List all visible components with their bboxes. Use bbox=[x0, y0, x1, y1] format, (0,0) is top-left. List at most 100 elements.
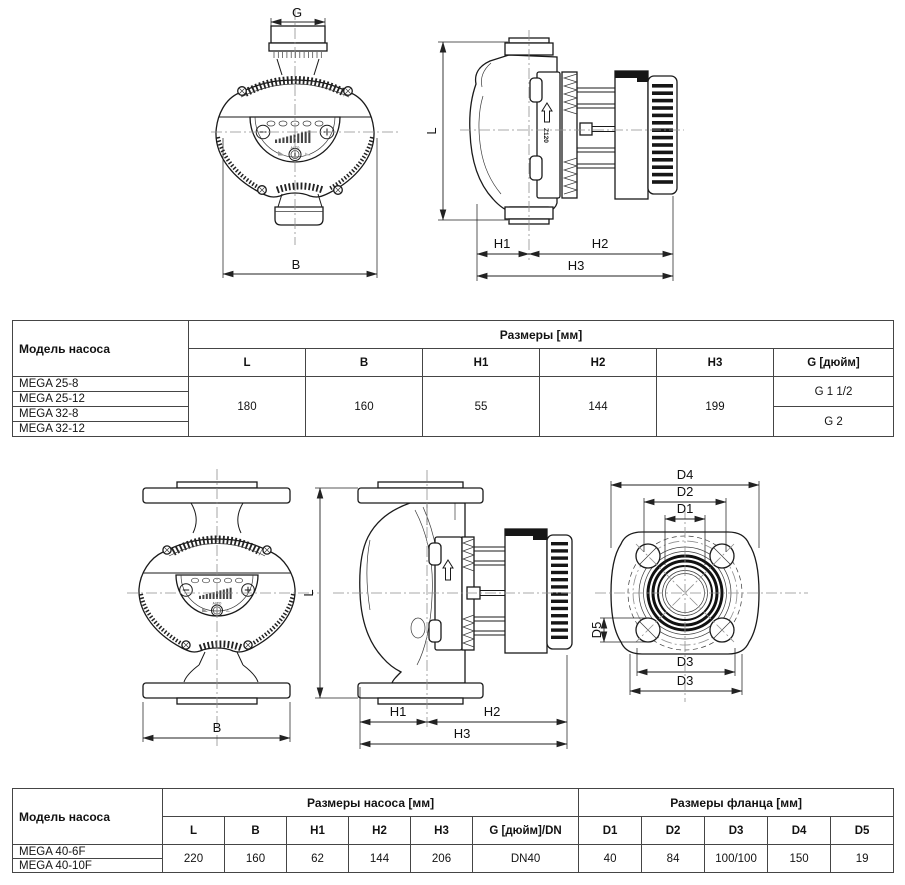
col-header-d2: D2 bbox=[641, 816, 706, 845]
value-cell-l: 220 bbox=[162, 844, 225, 873]
dim-label-h2: H2 bbox=[484, 704, 501, 719]
tie-rods bbox=[577, 87, 615, 169]
model-cell: MEGA 32-8 bbox=[12, 406, 189, 422]
value-cell-d3: 100/100 bbox=[704, 844, 769, 873]
col-header-h1: H1 bbox=[422, 348, 540, 377]
value-cell-d2: 84 bbox=[641, 844, 706, 873]
centerlines bbox=[127, 469, 319, 749]
dim-label-h1: H1 bbox=[390, 704, 407, 719]
col-header-h3: H3 bbox=[410, 816, 473, 845]
col-header-d4: D4 bbox=[767, 816, 832, 845]
plus-button bbox=[241, 583, 255, 597]
model-cell: MEGA 40-6F bbox=[12, 844, 163, 859]
col-header-d5: D5 bbox=[830, 816, 895, 845]
centerlines bbox=[211, 9, 399, 245]
col-header-b: B bbox=[305, 348, 423, 377]
model-column-header: Модель насоса bbox=[12, 320, 189, 377]
dim-d3-inner: D3 bbox=[636, 648, 736, 676]
motor bbox=[504, 528, 573, 654]
dim-b: B bbox=[142, 702, 291, 742]
dim-label-h2: H2 bbox=[592, 236, 609, 251]
dim-label-b: B bbox=[213, 720, 222, 735]
cooling-fins bbox=[652, 84, 673, 184]
col-header-l: L bbox=[188, 348, 306, 377]
dim-d2: D2 bbox=[643, 484, 727, 552]
col-header-h1: H1 bbox=[286, 816, 349, 845]
col-header-h2: H2 bbox=[539, 348, 657, 377]
table-header-row: Модель насоса Размеры насоса [мм] Размер… bbox=[12, 788, 895, 845]
value-cell-h2: 144 bbox=[348, 844, 411, 873]
dim-label-d4: D4 bbox=[677, 467, 694, 482]
table-row: MEGA 25-12 bbox=[12, 391, 894, 407]
drawing-flange-face-view: D4 D2 D1 D5 D3 bbox=[589, 467, 808, 702]
dim-label-h3: H3 bbox=[454, 726, 471, 741]
value-cell-h3: 206 bbox=[410, 844, 473, 873]
screws bbox=[237, 86, 353, 195]
thread-ticks bbox=[273, 52, 322, 58]
table-row: MEGA 40-10F bbox=[12, 858, 894, 873]
table-row: MEGA 40-6F 220 160 62 144 206 DN40 40 84… bbox=[12, 844, 895, 873]
drawing-flanged-pump-side-view: L H1 H2 H3 bbox=[301, 470, 574, 749]
dim-label-d2: D2 bbox=[677, 484, 694, 499]
dim-l: L bbox=[424, 41, 508, 221]
table-header-row: Модель насоса Размеры [мм] bbox=[12, 320, 895, 377]
head-marking: Z120 bbox=[542, 128, 549, 143]
dim-g: G bbox=[270, 5, 326, 26]
value-cell-d1: 40 bbox=[578, 844, 643, 873]
dims-group-header: Размеры [мм] bbox=[187, 320, 895, 349]
led-indicators bbox=[191, 577, 243, 584]
value-cell-h1: 62 bbox=[286, 844, 349, 873]
dim-b: B bbox=[222, 138, 378, 278]
dim-label-l: L bbox=[301, 589, 316, 596]
dim-label-d3b: D3 bbox=[677, 673, 694, 688]
model-cell: MEGA 40-10F bbox=[12, 858, 163, 873]
value-cell-d4: 150 bbox=[767, 844, 832, 873]
value-cell-h2: 144 bbox=[539, 376, 657, 437]
lock-icon bbox=[305, 152, 311, 156]
dim-label-d1: D1 bbox=[677, 501, 694, 516]
dim-d3-outer: D3 bbox=[629, 654, 743, 695]
col-header-d1: D1 bbox=[578, 816, 643, 845]
screws bbox=[162, 545, 272, 650]
dim-d4: D4 bbox=[610, 467, 760, 548]
col-header-g-dn: G [дюйм]/DN bbox=[471, 816, 580, 845]
model-cell: MEGA 25-12 bbox=[12, 391, 189, 407]
drawing-flanged-pump-front-view: AUTO B bbox=[127, 469, 319, 749]
control-panel: AUTO bbox=[249, 116, 341, 163]
pump-head bbox=[428, 536, 463, 651]
pump-dims-group-header: Размеры насоса [мм] bbox=[161, 788, 580, 817]
model-cell: MEGA 25-8 bbox=[12, 376, 189, 392]
heatsink-flange bbox=[561, 71, 579, 199]
flanges bbox=[357, 481, 484, 705]
value-cell-d5: 19 bbox=[830, 844, 895, 873]
table-subheader-row: L B H1 H2 H3 G [дюйм]/DN D1 D2 D3 D4 D5 bbox=[13, 816, 895, 845]
flow-icon bbox=[278, 151, 285, 156]
dim-d1: D1 bbox=[664, 501, 706, 565]
col-header-b: B bbox=[224, 816, 287, 845]
drawing-threaded-pump-front-view: AUTO G bbox=[211, 5, 399, 278]
flow-arrow-icon bbox=[442, 559, 454, 581]
value-cell-g2: G 2 bbox=[772, 406, 895, 437]
dim-h1-h2-h3: H1 H2 H3 bbox=[359, 655, 568, 749]
dim-l: L bbox=[301, 487, 358, 699]
table-row: MEGA 25-8 180 160 55 144 199 G 1 1/2 bbox=[12, 376, 895, 437]
model-column-header: Модель насоса bbox=[12, 788, 163, 845]
flow-icon bbox=[202, 608, 208, 612]
value-cell-dn: DN40 bbox=[471, 844, 580, 873]
model-cell: MEGA 32-12 bbox=[12, 421, 189, 437]
lock-icon bbox=[226, 609, 231, 612]
col-header-h2: H2 bbox=[348, 816, 411, 845]
threaded-pump-dimension-table: Модель насоса Размеры [мм] L B H1 H2 H3 … bbox=[12, 320, 895, 437]
bargraph bbox=[275, 130, 311, 143]
minus-button bbox=[179, 583, 193, 597]
table-row: MEGA 32-12 bbox=[12, 421, 894, 437]
dim-label-h1: H1 bbox=[494, 236, 511, 251]
drawing-threaded-pump-side-view: Z120 bbox=[424, 30, 684, 281]
dim-label-l: L bbox=[424, 127, 439, 134]
flanged-pump-dimension-table: Модель насоса Размеры насоса [мм] Размер… bbox=[12, 788, 895, 873]
motor bbox=[614, 70, 678, 200]
flow-arrow-icon bbox=[541, 102, 553, 123]
dim-label-b: B bbox=[292, 257, 301, 272]
col-header-g: G [дюйм] bbox=[772, 348, 895, 377]
